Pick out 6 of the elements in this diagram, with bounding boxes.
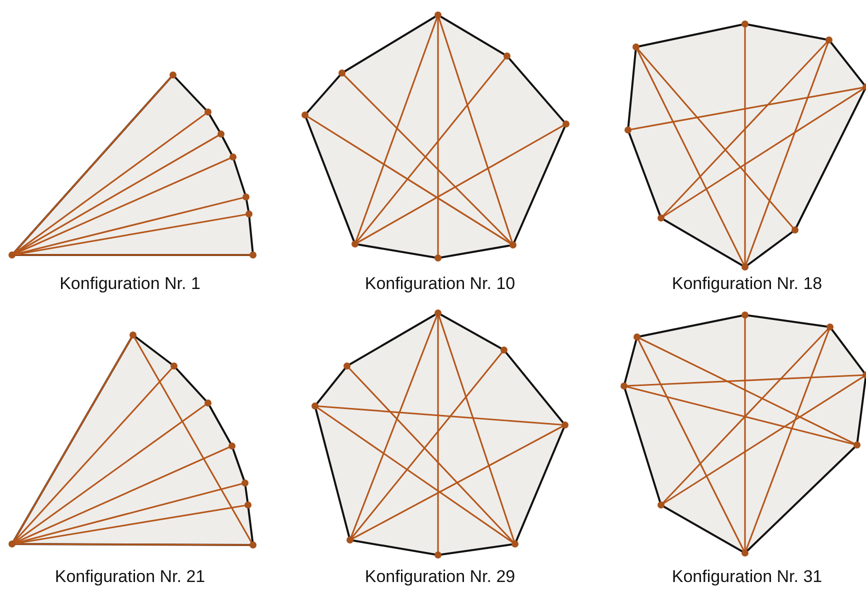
figure-caption: Konfiguration Nr. 29	[364, 567, 516, 587]
figure-caption: Konfiguration Nr. 18	[672, 274, 822, 294]
figure-caption: Konfiguration Nr. 21	[54, 567, 206, 587]
figure-caption: Konfiguration Nr. 10	[364, 274, 516, 294]
figure-caption: Konfiguration Nr. 1	[60, 274, 200, 294]
figure-caption: Konfiguration Nr. 31	[672, 567, 822, 587]
